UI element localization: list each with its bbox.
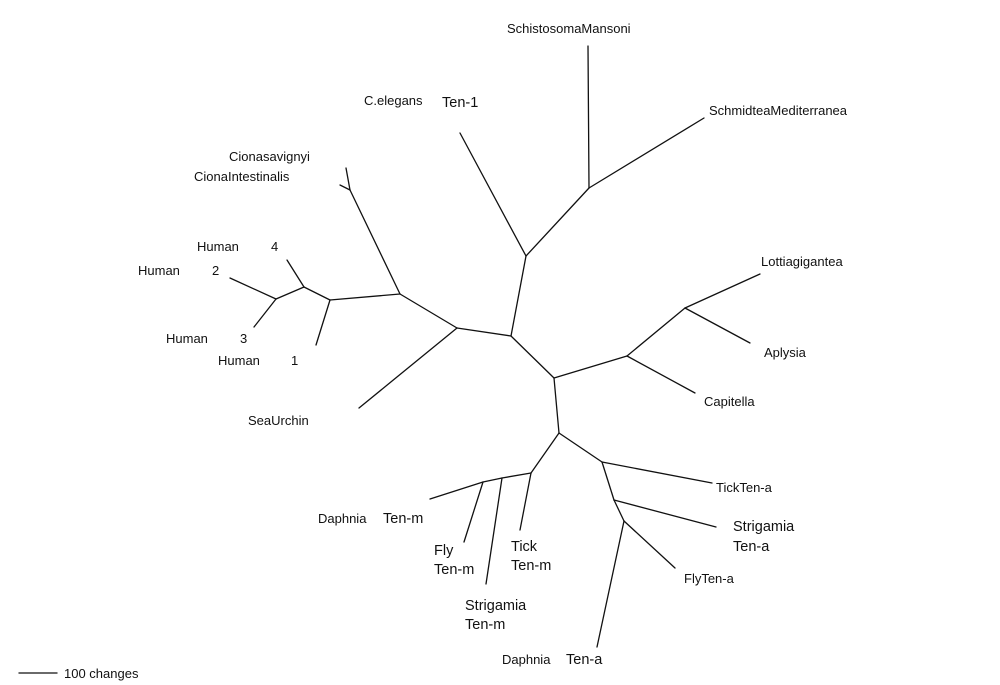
branch	[339, 184, 351, 191]
branch	[601, 461, 615, 501]
branch	[399, 293, 458, 329]
label-tick-ten-m-1: Tick	[511, 539, 538, 555]
label-sea-urchin: SeaUrchin	[248, 413, 309, 428]
label-schistosoma: SchistosomaMansoni	[507, 21, 631, 36]
branch	[315, 299, 331, 346]
scale-bar-label: 100 changes	[64, 666, 139, 681]
tree-branches	[229, 45, 761, 648]
branch	[553, 355, 628, 379]
branch	[345, 167, 351, 191]
label-strigamia-ten-a-2: Ten-a	[733, 539, 770, 555]
branch	[286, 259, 305, 288]
label-strigamia-ten-a-1: Strigamia	[733, 519, 795, 535]
branch	[510, 335, 555, 379]
label-capitella: Capitella	[704, 394, 755, 409]
label-fly-ten-a: FlyTen-a	[684, 571, 735, 586]
label-daphnia-ten-a-ten: Ten-a	[566, 652, 603, 668]
label-human3-num: 3	[240, 331, 247, 346]
label-human4-name: Human	[197, 239, 239, 254]
label-daphnia-ten-m-ten: Ten-m	[383, 511, 423, 527]
label-human2-num: 2	[212, 263, 219, 278]
branch	[229, 277, 277, 300]
branch	[684, 273, 761, 309]
branch	[253, 298, 277, 328]
label-tick-ten-a: TickTen-a	[716, 480, 773, 495]
label-human2-name: Human	[138, 263, 180, 278]
branch	[358, 327, 458, 409]
branch	[519, 472, 532, 531]
label-strigamia-ten-m-1: Strigamia	[465, 598, 527, 614]
label-schmidtea: SchmidteaMediterranea	[709, 103, 848, 118]
label-daphnia-ten-a-name: Daphnia	[502, 652, 551, 667]
label-human1-num: 1	[291, 353, 298, 368]
branch	[613, 499, 625, 522]
branch	[626, 307, 686, 357]
branch	[623, 520, 676, 569]
branch	[525, 187, 590, 257]
branch	[558, 432, 603, 463]
branch	[601, 461, 713, 484]
branch	[510, 255, 527, 337]
branch	[626, 355, 696, 394]
label-daphnia-ten-m-name: Daphnia	[318, 511, 367, 526]
label-celegans: C.elegans	[364, 93, 423, 108]
branch	[596, 520, 625, 648]
branch	[684, 307, 751, 344]
label-fly-ten-m-2: Ten-m	[434, 562, 474, 578]
label-fly-ten-m-1: Fly	[434, 543, 454, 559]
label-aplysia: Aplysia	[764, 345, 807, 360]
branch	[587, 45, 590, 189]
label-tick-ten-m-2: Ten-m	[511, 558, 551, 574]
branch	[429, 481, 484, 500]
branch	[588, 117, 705, 189]
branch	[456, 327, 512, 337]
tree-labels: SchistosomaMansoni SchmidteaMediterranea…	[138, 21, 848, 668]
branch	[485, 477, 503, 585]
branch	[303, 286, 331, 301]
label-human3-name: Human	[166, 331, 208, 346]
label-ciona-intestinalis: CionaIntestinalis	[194, 169, 290, 184]
label-strigamia-ten-m-2: Ten-m	[465, 617, 505, 633]
branch	[613, 499, 717, 528]
branch	[459, 132, 527, 257]
branch	[349, 189, 401, 295]
branch	[482, 477, 503, 483]
label-ciona-savignyi: Cionasavignyi	[229, 149, 310, 164]
branch	[463, 481, 484, 543]
branch	[275, 286, 305, 300]
branch	[553, 377, 560, 434]
branch	[530, 432, 560, 474]
branch	[501, 472, 532, 479]
branch	[329, 293, 401, 301]
label-ten1: Ten-1	[442, 95, 478, 111]
scale-bar: 100 changes	[18, 666, 139, 681]
label-human1-name: Human	[218, 353, 260, 368]
label-lottia: Lottiagigantea	[761, 254, 843, 269]
label-human4-num: 4	[271, 239, 278, 254]
